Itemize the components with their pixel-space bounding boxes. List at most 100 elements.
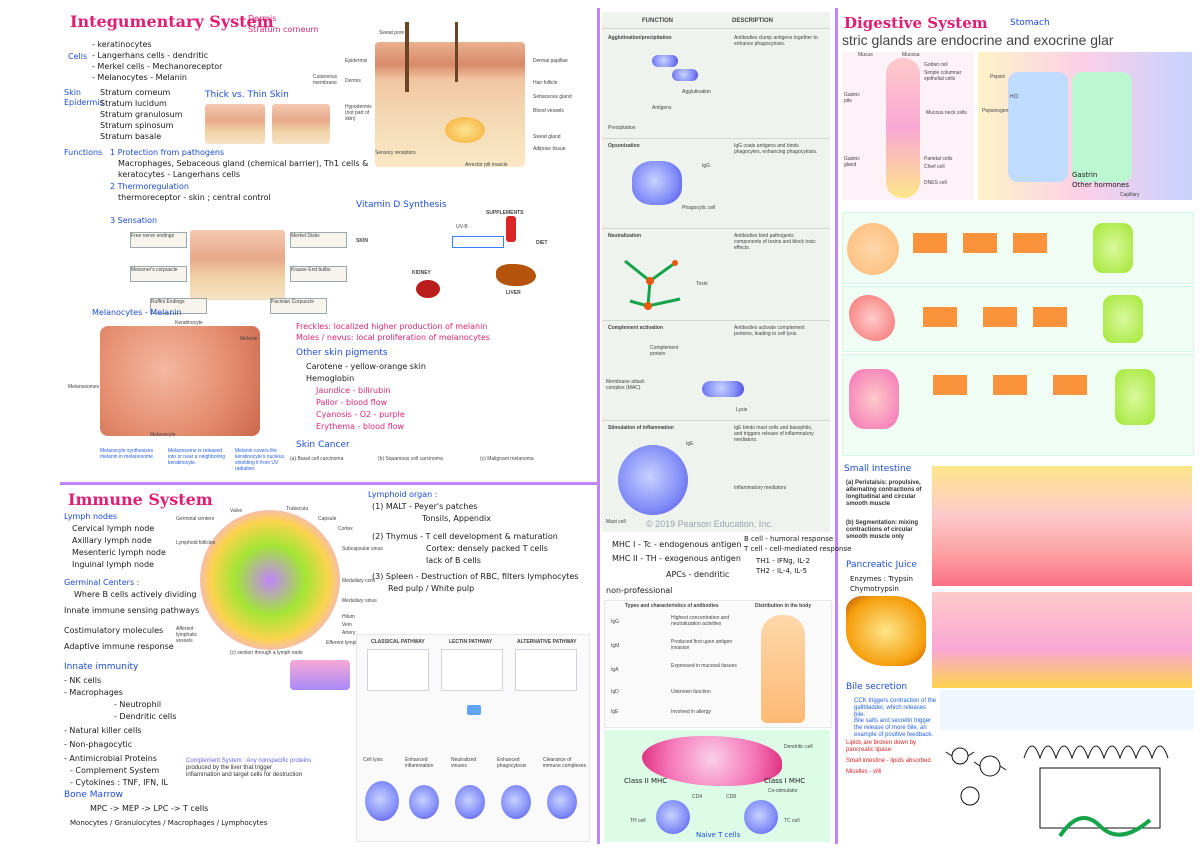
digestion-flow-3 [842,354,1194,456]
parietal-cell [1008,72,1068,182]
skin-label: Dermis [345,78,361,84]
skin-cancer-title: Skin Cancer [296,440,350,450]
dendritic-label: TC cell [784,818,800,824]
cells-line: - Langerhans cells - dendritic [92,51,209,60]
stomach-label-item: Chief cell [924,164,945,170]
lymphoid-item: Cortex: densely packed T cells [426,544,548,553]
costim: Costimulatory molecules [64,626,164,635]
pancreatic-title: Pancreatic Juice [846,560,917,570]
adipose [445,117,485,143]
flow-box [963,233,997,253]
function-item: 2 Thermoregulation [110,182,189,191]
layer-item: Stratum spinosum [100,121,174,130]
flow-box [993,375,1027,395]
gland-shape [886,58,920,198]
mast-cell-shape [618,445,688,515]
ab-types-table: Types and characteristics of antibodies … [604,600,832,728]
innate-item: - Macrophages [64,688,123,697]
skin-label: Dermal papillae [533,58,568,64]
pathway-title: CLASSICAL PATHWAY [371,639,425,645]
pathway-box [367,649,429,691]
dendritic-cell-shape [642,736,782,786]
bone-marrow-title: Bone Marrow [64,790,123,800]
lymph-nodes-label: Lymph nodes [64,512,118,521]
table-header: DESCRIPTION [732,18,774,24]
lymph-node-item: Axillary lymph node [72,536,152,545]
flow-cell [1115,369,1155,425]
skin-label: Hair follicle [533,80,558,86]
dendritic-label: CD8 [726,794,737,800]
function-item: thermoreceptor - skin ; central control [118,193,271,202]
skin-label: Cutaneous membrane [313,74,338,86]
cancer-caption: (c) Malignant melanoma [480,456,534,462]
node-label: Subcapsular sinus [342,546,383,552]
ab-rows: IgG Highest concentration and neutraliza… [607,613,747,725]
hair-shaft [405,22,409,92]
vertical-divider-right [835,8,838,844]
node-label: Capsule [318,516,337,522]
stomach-label-item: Goblet cell [924,62,948,68]
antibody-table: FUNCTION DESCRIPTION Agglutination/preci… [602,12,830,532]
pigment-item: Jaundice - bilirubin [316,386,391,395]
pathway-box [515,649,577,691]
stomach-label-item: Gastric pits [844,92,860,104]
stomach-label-item: Mucus [858,52,873,58]
node-label: Artery [342,630,356,636]
ab-table-header: Distribution in the body [755,603,812,609]
pigment-item: Hemoglobin [306,374,355,383]
bone-line: Monocytes / Granulocytes / Macrophages /… [70,819,268,827]
lysis-bacterium [702,381,744,397]
ab-type: IgE [611,709,619,715]
sensory-box: Meissner's corpuscle [130,266,187,282]
node-label: Lymphoid follicles [176,540,216,546]
function-item: 1 Protection from pathogens [110,148,225,157]
micelle-sketch [945,747,1007,806]
row-label: Inflammatory mediators [734,485,787,491]
bile-line: Bile salts and secretin trigger the rele… [854,718,934,738]
integumentary-title: Integumentary System [70,12,274,31]
c3-marker [467,705,481,715]
antibody-row: Agglutination/precipitation Antibodies c… [602,28,830,139]
innate-item: - Complement System [70,766,160,775]
mhc-right-line: B cell - humoral response [744,535,834,543]
kidney-shape [416,280,440,298]
ab-type: IgM [611,643,620,649]
pancreas-image [846,596,926,666]
dendritic-label: Co-stimulator [768,788,798,794]
stomach-label-item: Capillary [1120,192,1140,198]
micelle-panel [940,690,1194,730]
cancer-caption: (b) Squamous cell carcinoma [378,456,443,462]
flow-box [913,233,947,253]
innate-item: - Non-phagocytic [64,740,133,749]
layer-item: Stratum lucidum [100,99,167,108]
row-label: Lysis [736,407,748,413]
thick-skin-image [205,104,265,144]
node-label: Efferent lymphatic vessel [326,640,382,646]
skin-label: Arrector pili muscle [465,162,508,168]
row-name: Stimulation of inflammation [608,425,674,431]
effect-cell [501,785,531,819]
complement-note: Complement System : Any nonspecific prot… [186,758,311,779]
digestion-flow-1 [842,212,1194,284]
pathway-box [441,649,503,691]
lymphoid-item: lack of B cells [426,556,481,565]
row-label: IgE [686,441,694,447]
cells-line: - keratinocytes [92,40,152,49]
lymph-node-item: Mesenteric lymph node [72,548,166,557]
lymph-node-item: Inguinal lymph node [72,560,154,569]
lymph-node-diagram [200,510,340,650]
pigment-item: Erythema - blood flow [316,422,405,431]
stomach-label-item: Mucosa [902,52,920,58]
row-label: Agglutination [682,89,711,95]
ab-type: IgG [611,619,620,625]
stomach-label-item: Gastrin [1072,171,1098,179]
other-pigments-title: Other skin pigments [296,348,388,358]
melanocyte-caption: Melanosome is released into or near a ne… [168,448,225,466]
hair-shaft [455,22,458,82]
lymph-node-item: Cervical lymph node [72,524,155,533]
skin-label: Blood vessels [533,108,564,114]
antibody-row: Neutralization Antibodies bind pathogeni… [602,228,830,321]
thin-skin-image [272,104,330,144]
freckles-line: Freckles: localized higher production of… [296,322,488,331]
sensory-box: Free nerve endings [130,232,187,248]
